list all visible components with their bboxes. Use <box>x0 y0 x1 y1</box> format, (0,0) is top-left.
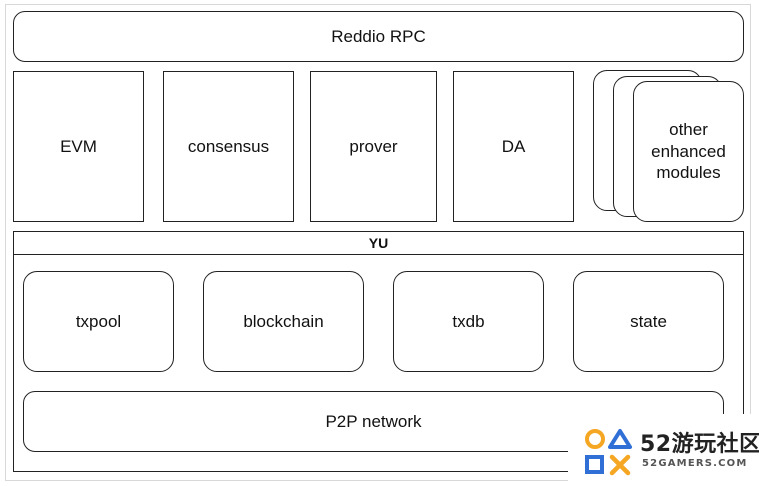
evm-label: EVM <box>60 136 97 156</box>
watermark-brand: 52游玩社区 <box>640 432 759 457</box>
da-label: DA <box>501 136 526 156</box>
other-modules-box: other enhanced modules <box>633 81 744 222</box>
da-box: DA <box>453 71 574 222</box>
blockchain-label: blockchain <box>243 311 324 331</box>
reddio-rpc-box: Reddio RPC <box>13 11 744 62</box>
txdb-box: txdb <box>393 271 544 372</box>
reddio-rpc-label: Reddio RPC <box>331 26 426 46</box>
prover-box: prover <box>310 71 437 222</box>
watermark-site: 52GAMERS.COM <box>642 458 748 469</box>
evm-box: EVM <box>13 71 144 222</box>
p2p-network-label: P2P network <box>325 411 422 431</box>
prover-label: prover <box>349 136 398 156</box>
consensus-box: consensus <box>163 71 294 222</box>
state-label: state <box>630 311 667 331</box>
blockchain-box: blockchain <box>203 271 364 372</box>
yu-title: YU <box>14 232 743 255</box>
other-modules-label: other enhanced modules <box>651 119 726 183</box>
state-box: state <box>573 271 724 372</box>
txpool-label: txpool <box>75 311 122 331</box>
txdb-label: txdb <box>452 311 485 331</box>
consensus-label: consensus <box>187 136 270 156</box>
watermark-logo-icon <box>585 429 632 476</box>
diagram-frame <box>5 4 751 481</box>
watermark: 52游玩社区 52GAMERS.COM <box>568 414 759 486</box>
txpool-box: txpool <box>23 271 174 372</box>
